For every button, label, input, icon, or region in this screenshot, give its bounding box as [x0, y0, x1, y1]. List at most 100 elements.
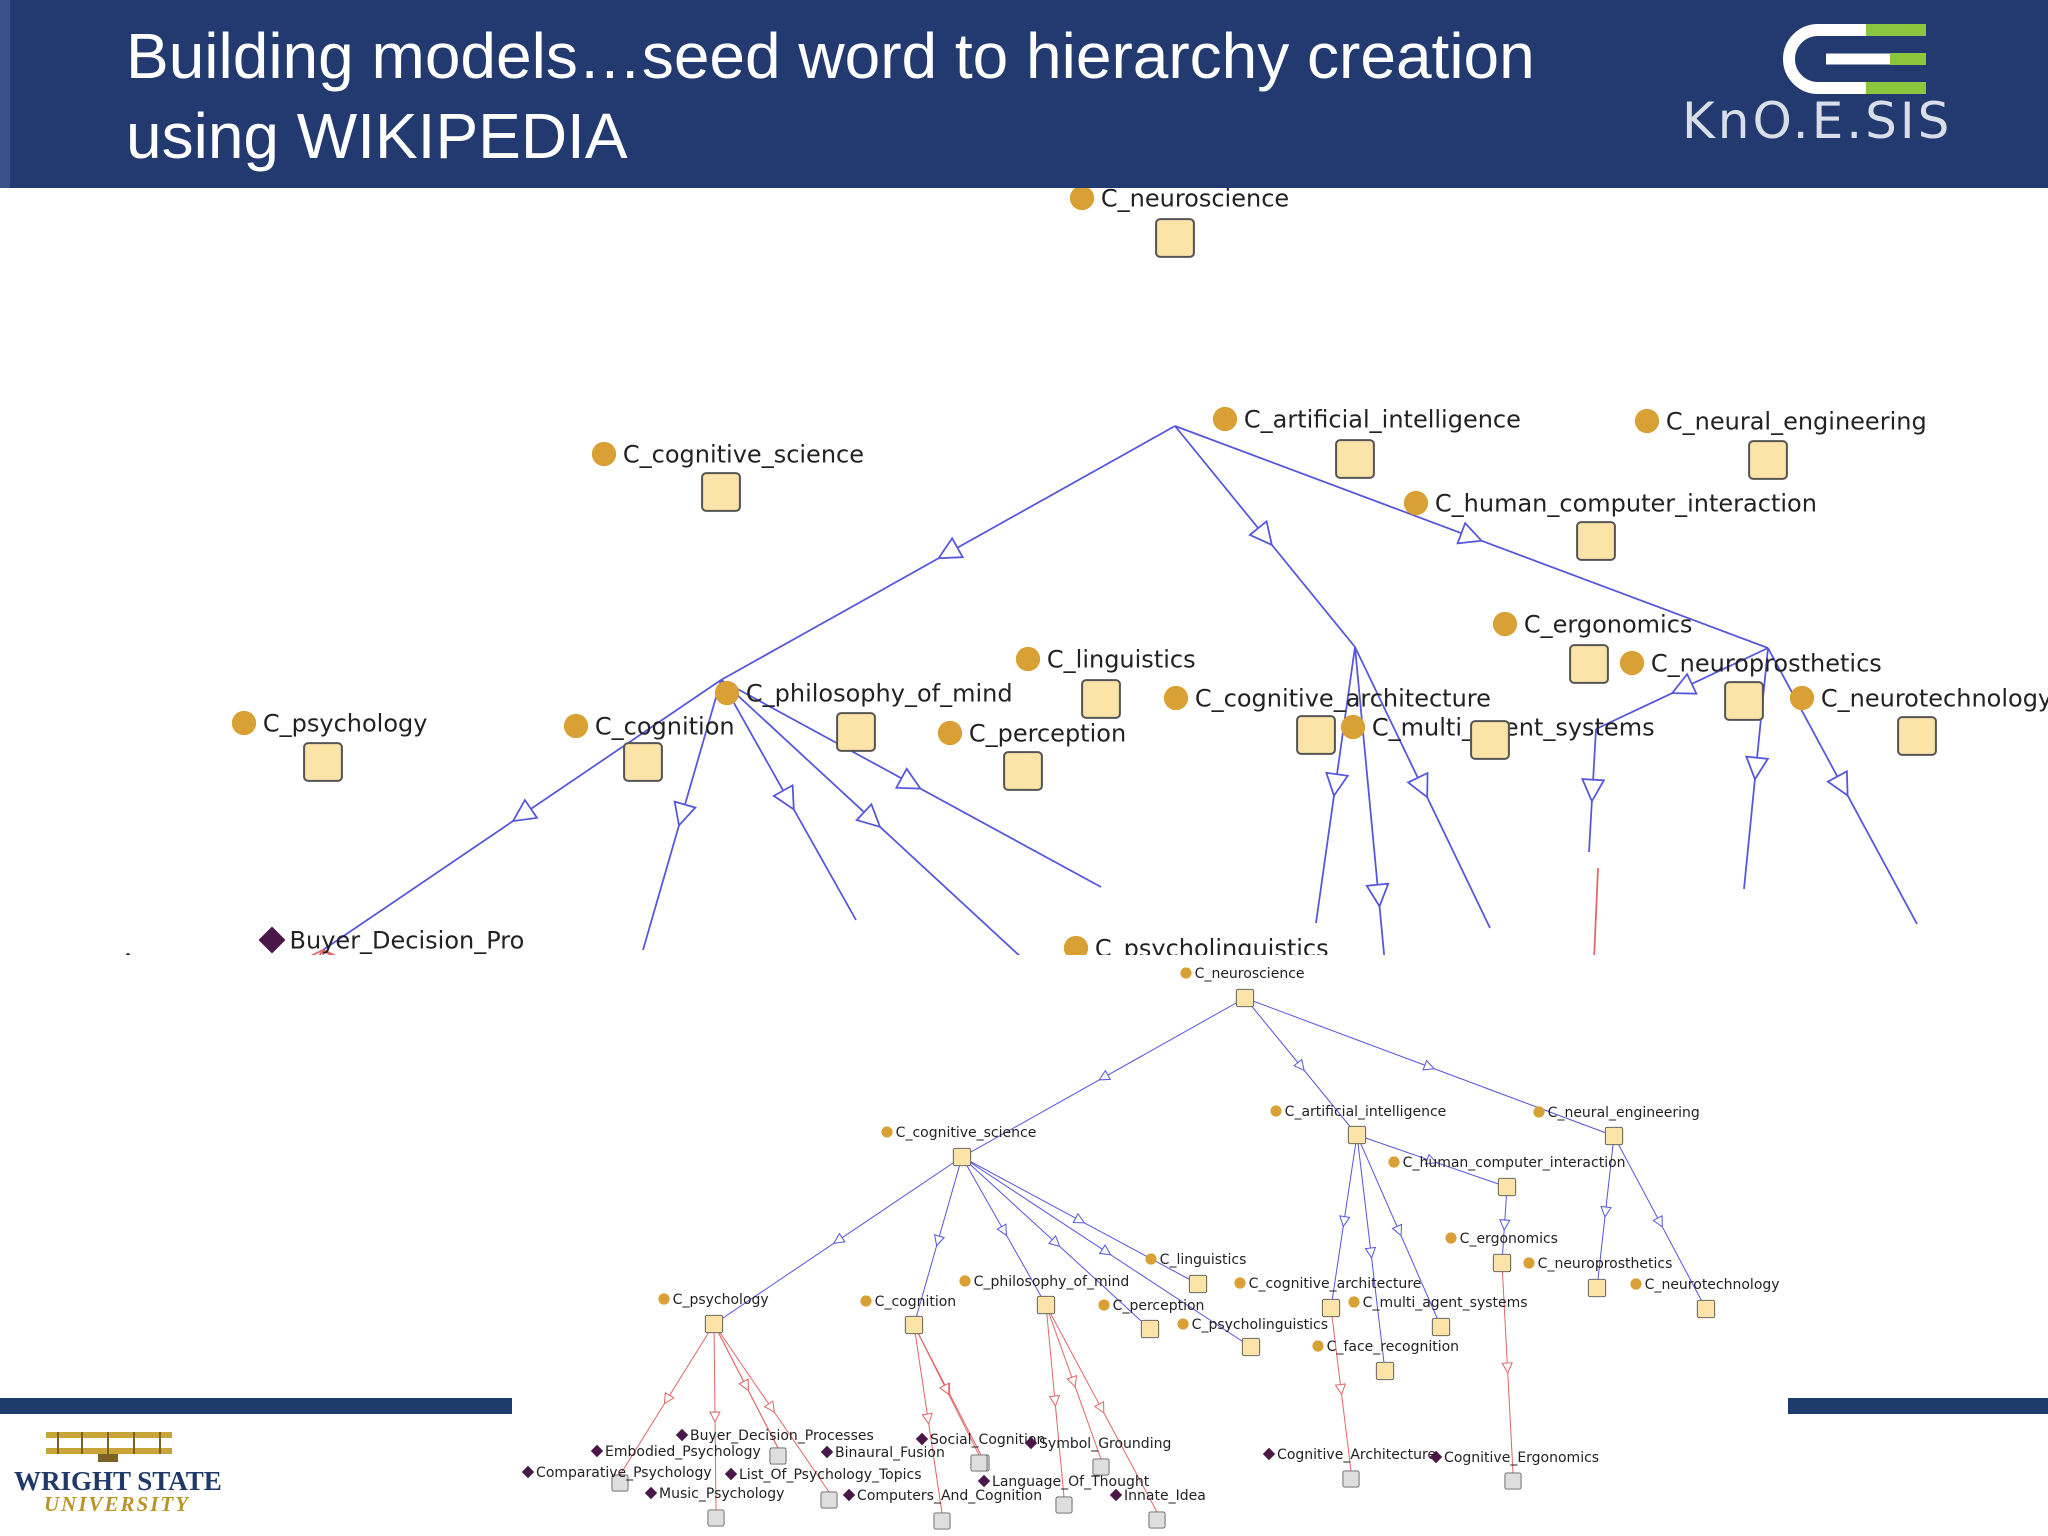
instance-label-list-of-psychology-topics: List_Of_Psychology_Topics — [739, 1467, 921, 1483]
class-label-c-cognitive-science: C_cognitive_science — [896, 1125, 1037, 1141]
class-label-c-neuroscience: C_neuroscience — [1195, 966, 1305, 982]
class-dot-icon-c-perception — [1098, 1299, 1110, 1311]
class-label-c-philosophy-of-mind: C_philosophy_of_mind — [746, 680, 1013, 708]
subclass-edge-full-c-human-computer-interaction-to-c-ergonomics-arrowhead — [1499, 1219, 1511, 1232]
class-box-icon-c-psychology — [303, 742, 343, 782]
subclass-edge-c-cognitive-science-to-c-cognition-arrowhead — [673, 800, 697, 828]
instance-label-computers-and-cognition: Computers_And_Cognition — [857, 1488, 1042, 1504]
leaf-box-icon-computers-and-cognition — [933, 1512, 951, 1530]
slide-title: Building models…seed word to hierarchy c… — [126, 16, 1666, 176]
subclass-edge-c-neural-engineering-to-c-neurotechnology-arrowhead — [1826, 769, 1849, 798]
instance-diamond-icon-comparative-psychology — [521, 1465, 535, 1479]
leaf-box-icon-comparative-psychology — [611, 1474, 629, 1492]
ontology-graph-zoomed: Buyer_Decision_ProEmbodied_PsychologyCom… — [0, 188, 2048, 955]
leaf-box-icon-cognitive-architecture — [1342, 1470, 1360, 1488]
class-label-c-human-computer-interaction: C_human_computer_interaction — [1403, 1155, 1626, 1171]
instance-edge-full-innate-idea-arrowhead — [1093, 1400, 1105, 1414]
class-label-c-psycholinguistics: C_psycholinguistics — [1095, 935, 1329, 955]
class-dot-icon-c-human-computer-interaction — [1388, 1156, 1400, 1168]
leaf-box-icon-innate-idea — [1148, 1511, 1166, 1529]
class-dot-icon-c-psycholinguistics — [1177, 1318, 1189, 1330]
subclass-edge-c-neural-engineering-to-c-human-computer-interaction-arrowhead — [1670, 672, 1698, 695]
class-box-icon-c-neural-engineering — [1748, 440, 1788, 480]
ontology-graph-zoomed-canvas: Buyer_Decision_ProEmbodied_PsychologyCom… — [125, 188, 2048, 955]
leaf-box-icon-symbol-grounding — [1092, 1458, 1110, 1476]
class-box-icon-c-neural-engineering — [1604, 1126, 1624, 1146]
class-label-c-neural-engineering: C_neural_engineering — [1666, 408, 1927, 436]
class-label-c-artificial-intelligence: C_artificial_intelligence — [1244, 406, 1521, 434]
class-box-icon-c-cognitive-architecture — [1296, 715, 1336, 755]
instance-label-comparative-psychology: Comparative_Psychology — [536, 1465, 712, 1481]
class-dot-icon-c-human-computer-interaction — [1403, 490, 1429, 516]
instance-edge-full-list-of-psychology-topics-arrowhead — [763, 1400, 775, 1414]
class-dot-icon-c-neuroprosthetics — [1523, 1257, 1535, 1269]
ontology-graph-full-canvas: Embodied_PsychologyComparative_Psycholog… — [521, 966, 1780, 1530]
class-dot-icon-c-ergonomics — [1445, 1232, 1457, 1244]
instance-label-binaural-fusion: Binaural_Fusion — [835, 1445, 945, 1461]
instance-diamond-icon-innate-idea — [1109, 1488, 1123, 1502]
instance-diamond-icon-list-of-psychology-topics — [724, 1467, 738, 1481]
instance-diamond-icon-language-of-thought — [977, 1474, 991, 1488]
class-box-icon-c-neuroscience — [1235, 988, 1255, 1008]
instance-diamond-icon-binaural-fusion — [820, 1445, 834, 1459]
instance-edge-full-buyer-decision-processes-arrowhead — [738, 1378, 749, 1392]
wright-state-wordmark: WRIGHT STATE — [14, 1466, 222, 1496]
instance-edge-full-comparative-psychology-arrowhead — [663, 1391, 675, 1405]
class-label-c-psychology: C_psychology — [673, 1292, 769, 1308]
class-label-c-perception: C_perception — [969, 720, 1126, 748]
subclass-edge-full-c-cognitive-science-to-c-psychology-arrowhead — [832, 1232, 846, 1244]
wright-flyer-icon — [46, 1432, 172, 1462]
class-label-c-cognitive-science: C_cognitive_science — [623, 441, 864, 469]
leaf-box-icon-cognitive-ergonomics — [1504, 1472, 1522, 1490]
class-label-c-linguistics: C_linguistics — [1047, 646, 1196, 674]
class-label-c-human-computer-interaction: C_human_computer_interaction — [1435, 490, 1817, 518]
class-dot-icon-c-ergonomics — [1492, 611, 1518, 637]
class-dot-icon-c-artificial-intelligence — [1212, 406, 1238, 432]
instance-label-language-of-thought: Language_Of_Thought — [992, 1474, 1150, 1490]
class-dot-icon-c-perception — [937, 720, 963, 746]
instance-diamond-icon-cognitive-architecture — [1262, 1447, 1276, 1461]
instance-edge-full-social-cognition-arrowhead — [938, 1382, 950, 1396]
class-box-icon-c-human-computer-interaction — [1576, 521, 1616, 561]
class-dot-icon-c-multi-agent-systems — [1340, 714, 1366, 740]
instance-edge-full-language-of-thought-arrowhead — [1048, 1395, 1061, 1408]
wright-state-logo: WRIGHT STATE UNIVERSITY — [14, 1428, 222, 1528]
instance-label-symbol-grounding: Symbol_Grounding — [1039, 1436, 1171, 1452]
class-label-c-multi-agent-systems: C_multi_agent_systems — [1363, 1295, 1528, 1311]
instance-label-social-cognition: Social_Cognition — [930, 1432, 1045, 1448]
class-box-icon-c-perception — [1003, 751, 1043, 791]
leaf-box-icon-social-cognition — [970, 1454, 988, 1472]
class-box-icon-c-ergonomics — [1492, 1253, 1512, 1273]
leaf-box-icon-buyer-decision-processes — [769, 1447, 787, 1465]
class-dot-icon-c-neuroscience — [1180, 967, 1192, 979]
class-box-icon-c-multi-agent-systems — [1431, 1317, 1451, 1337]
class-dot-icon-c-neuroprosthetics — [1619, 650, 1645, 676]
class-dot-icon-c-face-recognition — [1312, 1340, 1324, 1352]
subclass-edge-full-c-neural-engineering-to-c-neuroprosthetics-arrowhead — [1600, 1205, 1612, 1219]
instance-diamond-icon-cognitive-ergonomics — [1429, 1450, 1443, 1464]
instance-diamond-icon-social-cognition — [915, 1432, 929, 1446]
class-box-icon-c-philosophy-of-mind — [1036, 1295, 1056, 1315]
class-label-c-multi-agent-systems: C_multi_agent_systems — [1372, 714, 1655, 742]
banner-edge — [0, 0, 10, 188]
subclass-edge-c-neuroscience-to-c-neural-engineering-arrowhead — [1456, 521, 1484, 545]
class-label-c-neurotechnology: C_neurotechnology — [1821, 685, 2048, 713]
class-label-c-psychology: C_psychology — [263, 710, 428, 738]
class-dot-icon-c-linguistics — [1015, 646, 1041, 672]
instance-edge-full-cognitive-ergonomics-arrowhead — [1501, 1362, 1513, 1375]
class-dot-icon-c-artificial-intelligence — [1270, 1105, 1282, 1117]
class-label-c-linguistics: C_linguistics — [1160, 1252, 1247, 1268]
class-dot-icon-c-neurotechnology — [1630, 1278, 1642, 1290]
instance-label-embodied-psychology: Embodied_Psychology — [146, 953, 413, 955]
subclass-edge-c-neuroscience-to-c-cognitive-science-arrowhead — [936, 536, 965, 560]
instance-label-cognitive-ergonomics: Cognitive_Ergonomics — [1444, 1450, 1599, 1466]
leaf-box-icon-music-psychology — [707, 1509, 725, 1527]
class-dot-icon-c-neural-engineering — [1634, 408, 1660, 434]
class-box-icon-c-linguistics — [1081, 679, 1121, 719]
class-box-icon-c-philosophy-of-mind — [836, 712, 876, 752]
subclass-edge-c-neural-engineering-to-c-neuroprosthetics-arrowhead — [1744, 755, 1770, 782]
class-label-c-cognitive-architecture: C_cognitive_architecture — [1249, 1276, 1422, 1292]
class-box-icon-c-linguistics — [1188, 1274, 1208, 1294]
subclass-edge-full-c-neuroscience-to-c-cognitive-science-arrowhead — [1098, 1069, 1112, 1081]
footer-bar-left — [0, 1398, 512, 1414]
